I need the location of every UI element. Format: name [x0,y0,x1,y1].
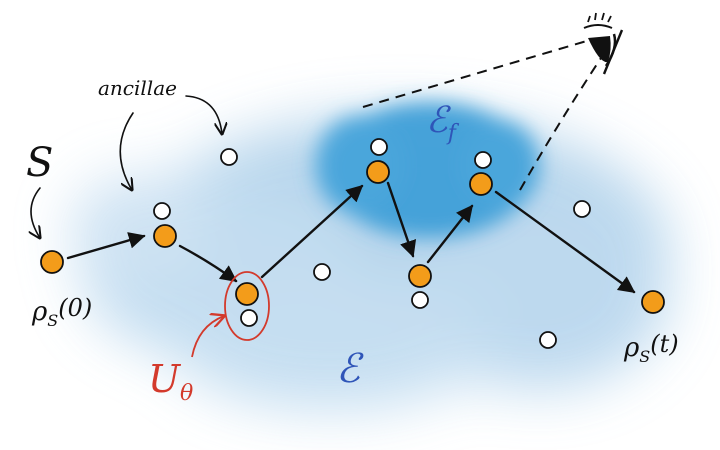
particles [40,138,665,349]
system-dot [641,290,665,314]
system-pointer-arrow [31,187,40,238]
ancilla-dot [153,202,171,220]
ancilla-pointer-arrow-right [185,95,222,134]
trajectory-arrow [66,232,146,260]
ancillae-label: ancillae [98,76,177,100]
sight-line-upper [362,39,591,108]
trajectory-arrow [386,181,417,258]
sight-line-lower [519,51,606,191]
initial-state-label: ρS(0) [31,294,92,330]
unitary-pointer-arrow [191,316,224,358]
system-dot [408,264,432,288]
system-dot [469,172,493,196]
trajectory [66,181,636,294]
observer-sight-lines [362,39,606,191]
ancilla-dot [539,331,557,349]
system-dot [235,282,259,306]
final-state-label: ρS(t) [623,330,679,366]
unitary-circle [224,271,270,341]
pointer-arrows [31,95,222,238]
trajectory-arrow [494,190,636,294]
ancilla-dot [240,309,258,327]
trajectory-arrow [426,204,474,264]
unitary-highlight [191,271,270,358]
trajectory-arrow [260,184,364,279]
unitary-label: Uθ [148,357,193,406]
ancilla-dot [573,200,591,218]
ancilla-pointer-arrow-left [119,112,133,190]
system-dot [153,224,177,248]
environment-label: ℰ [336,346,364,392]
system-label: S [26,140,53,186]
ancilla-dot [474,151,492,169]
ancilla-dot [411,291,429,309]
system-dot [366,160,390,184]
ancilla-dot [370,138,388,156]
system-dot [40,250,64,274]
ancilla-dot [313,263,331,281]
trajectory-arrow [178,244,238,283]
ancilla-dot [220,148,238,166]
eye-icon [583,12,624,75]
